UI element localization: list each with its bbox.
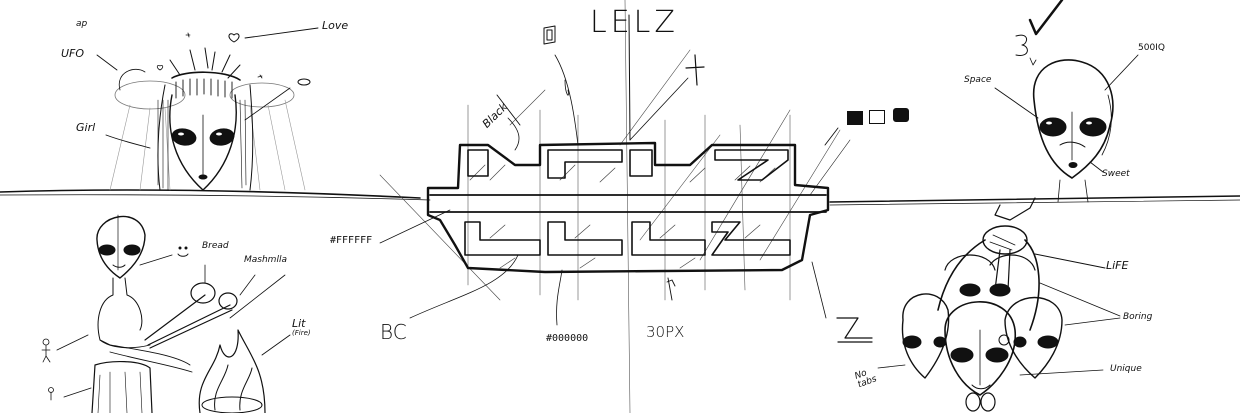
alien-head-drawing — [809, 0, 1139, 203]
swatch-black-1 — [847, 111, 863, 125]
label-sweet: Sweet — [1102, 169, 1130, 179]
label-unique: Unique — [1110, 364, 1142, 374]
label-space: Space — [964, 75, 992, 85]
label-ufo: UFO — [61, 47, 85, 60]
label-bread: Bread — [202, 241, 229, 251]
label-black-hex: #000000 — [546, 333, 589, 344]
label-marshmallow: Mashmlla — [244, 255, 287, 265]
label-lit: Lit — [292, 317, 306, 330]
alien-group-drawing — [877, 197, 1121, 412]
label-love: Love — [322, 19, 349, 32]
label-white-hex: #FFFFFF — [330, 235, 373, 246]
label-lit-sub: (Fire) — [292, 329, 311, 337]
label-girl: Girl — [76, 121, 96, 134]
label-life: LiFE — [1106, 259, 1129, 272]
label-size: 30PX — [646, 323, 685, 341]
horizon-line — [0, 189, 1240, 206]
lelz-logo-drawing — [379, 0, 873, 413]
label-iq: 500IQ — [1138, 43, 1165, 53]
page-title: LELZ — [590, 5, 679, 40]
alien-girl-drawing — [96, 27, 319, 191]
label-boring: Boring — [1123, 312, 1153, 322]
alien-campfire-drawing — [41, 214, 291, 413]
swatch-black-2 — [893, 108, 909, 122]
swatch-white — [869, 110, 885, 124]
label-bc: BC — [380, 320, 407, 344]
label-ufo-sub: ap — [76, 19, 88, 29]
